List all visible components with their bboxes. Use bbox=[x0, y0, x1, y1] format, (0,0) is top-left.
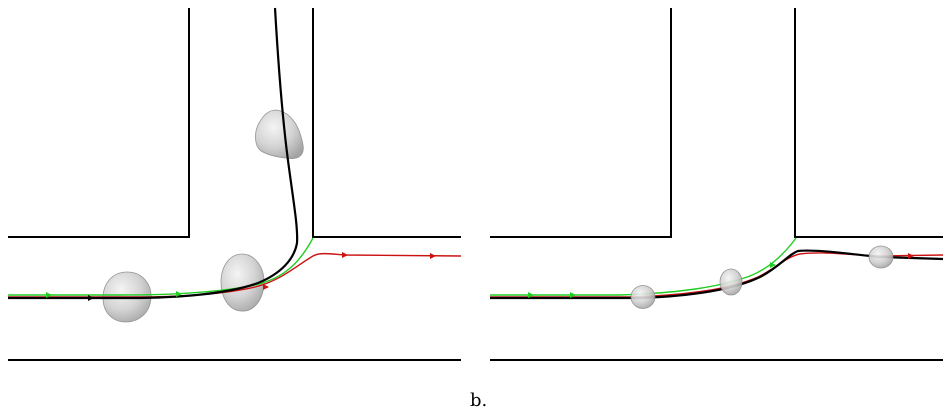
arrow-black-a1 bbox=[88, 295, 94, 301]
upper-right-wall-a bbox=[312, 8, 461, 238]
droplets-a bbox=[102, 109, 304, 323]
channel-walls-a bbox=[8, 8, 461, 361]
arrow-green-a2 bbox=[176, 291, 182, 297]
droplets-b bbox=[630, 245, 894, 309]
trajectory-black-b bbox=[490, 249, 944, 300]
panel-label-b: b. bbox=[470, 390, 488, 411]
trajectory-black-a bbox=[8, 7, 299, 300]
upper-left-wall-a bbox=[8, 8, 190, 238]
arrow-red-b1 bbox=[908, 253, 914, 259]
arrows-b bbox=[528, 253, 914, 298]
channel-walls-b bbox=[490, 8, 943, 361]
droplet-b3 bbox=[868, 245, 894, 269]
droplet-b2 bbox=[719, 268, 743, 296]
droplet-a2 bbox=[220, 253, 265, 312]
arrow-green-b3 bbox=[770, 262, 776, 268]
droplet-b1 bbox=[630, 285, 656, 309]
arrow-red-a2 bbox=[342, 252, 348, 258]
arrow-green-b1 bbox=[528, 292, 534, 298]
arrow-red-a3 bbox=[430, 253, 436, 259]
arrows-a bbox=[46, 252, 436, 301]
droplet-a3 bbox=[255, 109, 304, 159]
panel-label-a: . bbox=[0, 392, 2, 410]
trajectories-a bbox=[8, 7, 462, 301]
arrow-red-a1 bbox=[263, 284, 269, 290]
upper-right-wall-b bbox=[794, 8, 943, 238]
panel-a bbox=[8, 7, 462, 361]
arrow-green-b2 bbox=[570, 292, 576, 298]
arrow-green-a1 bbox=[46, 292, 52, 298]
upper-left-wall-b bbox=[490, 8, 672, 238]
panel-b bbox=[490, 8, 944, 361]
